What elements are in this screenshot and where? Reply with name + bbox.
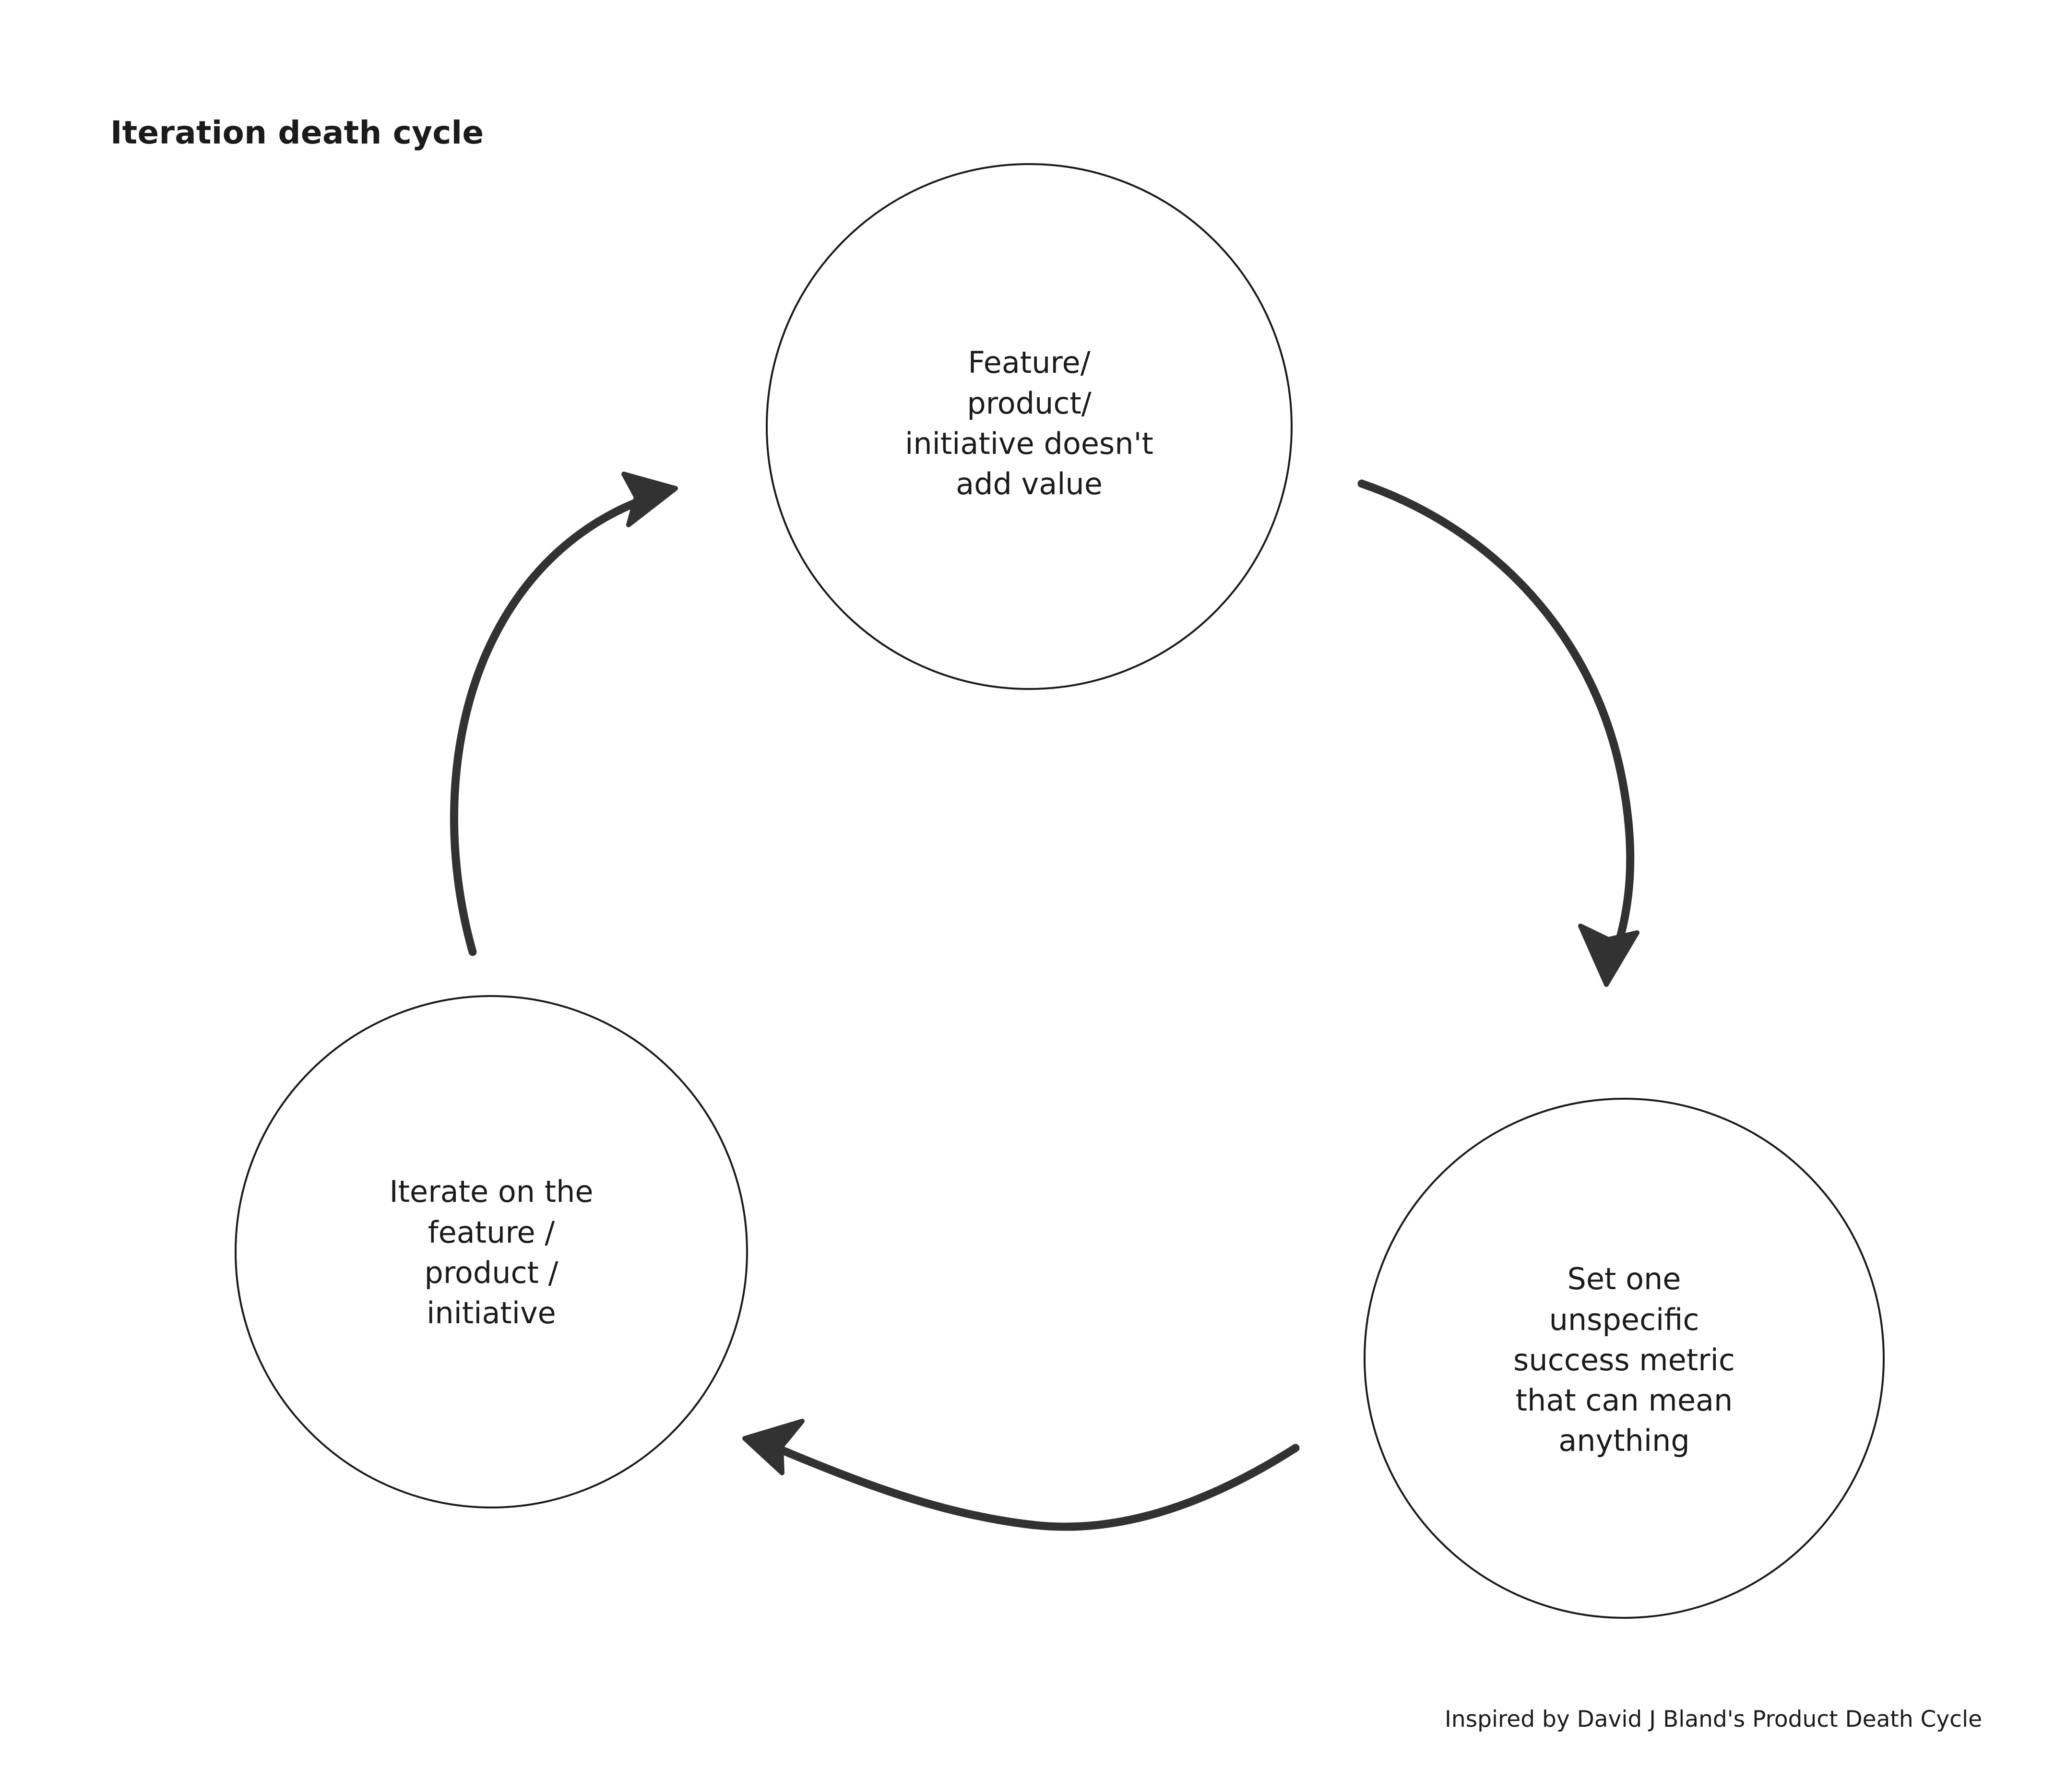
cycle-node-iterate[interactable]: Iterate on the feature / product / initi… [235, 995, 748, 1508]
cycle-node-label: Set one unspecific success metric that c… [1513, 1261, 1735, 1459]
cycle-node-unspecific-metric[interactable]: Set one unspecific success metric that c… [1364, 1098, 1885, 1619]
page-title: Iteration death cycle [110, 114, 484, 151]
cycle-node-label: Feature/ product/ initiative doesn't add… [905, 345, 1153, 502]
attribution-text: Inspired by David J Bland's Product Deat… [1444, 1706, 1982, 1733]
arrow-left-to-top [450, 472, 678, 956]
cycle-node-label: Iterate on the feature / product / initi… [389, 1174, 594, 1331]
cycle-node-feature-no-value[interactable]: Feature/ product/ initiative doesn't add… [766, 163, 1293, 690]
arrow-right-to-left [742, 1419, 1300, 1531]
arrow-top-to-right [1357, 479, 1639, 987]
